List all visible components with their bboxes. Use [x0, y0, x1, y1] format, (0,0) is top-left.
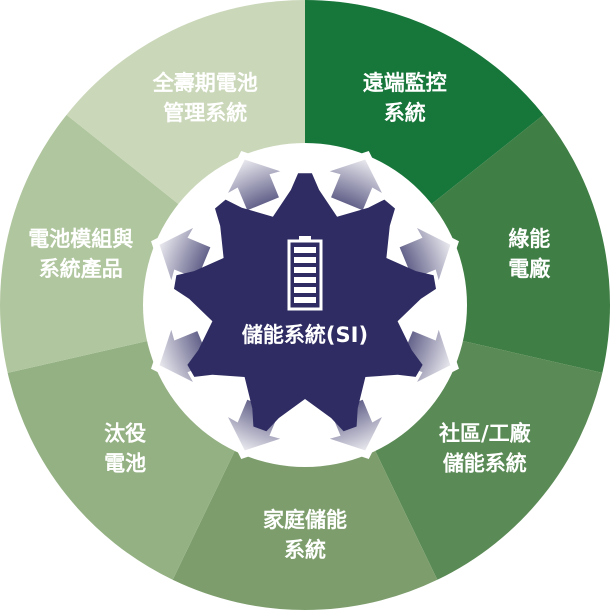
outward-arrow — [211, 151, 305, 220]
segment-label: 家庭儲能系統 — [263, 508, 347, 562]
segment-label-line: 綠能 — [508, 227, 550, 251]
segment-label-line: 家庭儲能 — [263, 508, 347, 532]
segment-label: 遠端監控系統 — [363, 71, 447, 125]
segment-label: 社區/工廠儲能系統 — [438, 421, 532, 475]
segment-label-line: 系統 — [284, 538, 326, 562]
segment-label-line: 系統 — [384, 101, 426, 125]
battery-icon — [287, 236, 323, 311]
segment-label-line: 電池模組與 — [28, 227, 133, 251]
segment-label-line: 電廠 — [508, 257, 551, 281]
segment-label: 綠能電廠 — [508, 227, 551, 281]
segment-label: 電池模組與系統產品 — [28, 227, 133, 281]
segment-label-line: 社區/工廠 — [438, 421, 532, 445]
segment-label-line: 全壽期電池 — [152, 71, 258, 95]
segment-label-line: 遠端監控 — [363, 71, 447, 95]
segment-label-line: 管理系統 — [163, 101, 247, 125]
segment-label-line: 電池 — [104, 451, 146, 475]
segment-label-line: 儲能系統 — [443, 451, 527, 475]
segment-label: 汰役電池 — [104, 421, 146, 475]
center-label: 儲能系統(SI) — [242, 323, 368, 347]
segment-label: 全壽期電池管理系統 — [152, 71, 258, 125]
outward-arrow — [151, 305, 220, 399]
segment-label-line: 系統產品 — [39, 257, 123, 281]
segment-label-line: 汰役 — [104, 421, 146, 445]
